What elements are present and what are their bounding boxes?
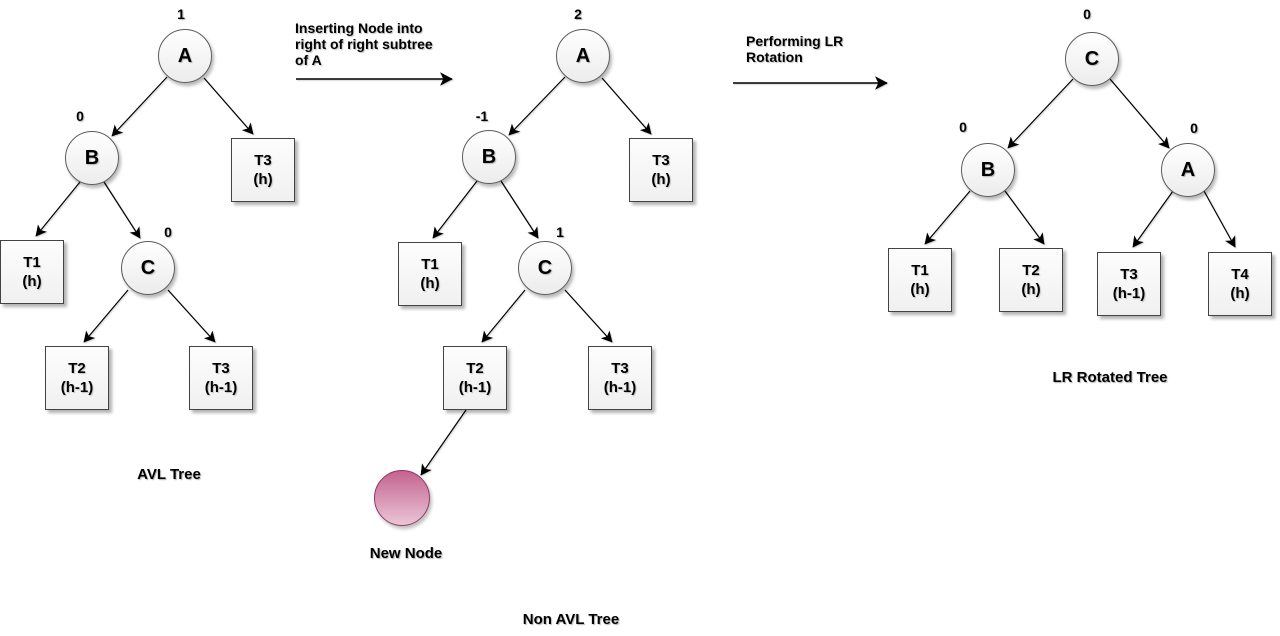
new-node-circle xyxy=(374,470,430,526)
rotated-leaf-t2: T2 (h) xyxy=(999,248,1063,312)
rotated-node-c: C xyxy=(1065,32,1119,86)
nonavl-leaf-t1: T1 (h) xyxy=(398,242,462,306)
nonavl-leaf-t1-height: (h) xyxy=(420,275,440,292)
avl-node-c-label: C xyxy=(140,256,156,279)
avl-leaf-t1-name: T1 xyxy=(23,254,41,271)
rotated-node-a-balance: 0 xyxy=(1190,120,1198,136)
nonavl-tree-caption: Non AVL Tree xyxy=(522,611,620,628)
nonavl-leaf-t3-inner: T3 (h-1) xyxy=(588,346,652,410)
rotated-node-b-label: B xyxy=(980,158,996,181)
nonavl-node-c: C xyxy=(518,241,572,295)
nonavl-leaf-t2: T2 (h-1) xyxy=(443,346,507,410)
nonavl-leaf-t2-height: (h-1) xyxy=(458,379,492,396)
nonavl-leaf-t3-inner-height: (h-1) xyxy=(603,379,637,396)
edge-rotated-b-t2 xyxy=(1004,190,1045,245)
nonavl-leaf-t3-right: T3 (h) xyxy=(629,138,693,202)
nonavl-leaf-t2-name: T2 xyxy=(466,360,484,377)
avl-leaf-t1-height: (h) xyxy=(22,273,42,290)
rotated-leaf-t3-name: T3 xyxy=(1120,266,1138,283)
rotated-leaf-t2-height: (h) xyxy=(1021,281,1041,298)
avl-leaf-t3-inner-height: (h-1) xyxy=(204,379,238,396)
edge-nonavl-a-t3 xyxy=(601,77,652,135)
edge-nonavl-b-t1 xyxy=(432,180,478,239)
edge-avl-c-t3 xyxy=(167,289,216,343)
edge-avl-c-t2 xyxy=(83,289,129,343)
avl-node-c: C xyxy=(121,241,175,295)
avl-node-b-balance: 0 xyxy=(76,108,84,124)
rotated-node-c-label: C xyxy=(1084,47,1100,70)
rotated-leaf-t1-height: (h) xyxy=(910,281,930,298)
avl-leaf-t3-inner-name: T3 xyxy=(212,360,230,377)
new-node-label: New Node xyxy=(369,545,443,562)
nonavl-node-c-balance: 1 xyxy=(556,224,564,240)
rotated-leaf-t4-height: (h) xyxy=(1230,285,1250,302)
edge-nonavl-t2-newnode xyxy=(420,409,467,476)
rotated-leaf-t1-name: T1 xyxy=(911,262,929,279)
nonavl-leaf-t3-right-name: T3 xyxy=(652,152,670,169)
edge-rotated-c-a xyxy=(1109,78,1170,149)
edge-avl-a-t3 xyxy=(203,77,254,135)
rotated-tree-caption: LR Rotated Tree xyxy=(1052,369,1168,386)
rotated-node-a: A xyxy=(1161,143,1215,197)
avl-leaf-t3-inner: T3 (h-1) xyxy=(189,346,253,410)
nonavl-node-c-label: C xyxy=(537,256,553,279)
avl-leaf-t1: T1 (h) xyxy=(0,240,64,304)
avl-leaf-t2: T2 (h-1) xyxy=(45,346,109,410)
edge-rotated-c-b xyxy=(1007,78,1074,149)
nonavl-node-a-label: A xyxy=(575,44,591,67)
avl-node-a-balance: 1 xyxy=(177,6,185,22)
edge-avl-a-b xyxy=(111,76,168,137)
nonavl-leaf-t3-inner-name: T3 xyxy=(611,360,629,377)
rotated-node-b-balance: 0 xyxy=(959,119,967,135)
edge-nonavl-c-t2 xyxy=(481,289,526,343)
avl-node-a: A xyxy=(158,29,212,83)
edge-avl-b-c xyxy=(103,181,141,239)
avl-leaf-t3-right: T3 (h) xyxy=(231,138,295,202)
rotated-leaf-t2-name: T2 xyxy=(1022,262,1040,279)
edge-avl-b-t1 xyxy=(35,181,81,237)
avl-leaf-t3-right-height: (h) xyxy=(253,171,273,188)
nonavl-node-b-balance: -1 xyxy=(475,108,489,124)
rotated-leaf-t3-height: (h-1) xyxy=(1112,285,1146,302)
rotated-node-a-label: A xyxy=(1180,158,1196,181)
rotated-leaf-t1: T1 (h) xyxy=(888,248,952,312)
avl-tree-caption: AVL Tree xyxy=(137,466,201,483)
edge-rotated-b-t1 xyxy=(924,190,971,245)
nonavl-node-b: B xyxy=(462,130,516,184)
avl-leaf-t2-name: T2 xyxy=(68,360,86,377)
edge-rotated-a-t3 xyxy=(1132,190,1174,248)
edge-nonavl-a-b xyxy=(508,76,566,136)
avl-node-b: B xyxy=(65,131,119,185)
edge-rotated-a-t4 xyxy=(1203,190,1236,248)
insert-transition-label: Inserting Node into right of right subtr… xyxy=(295,20,433,68)
rotated-leaf-t4: T4 (h) xyxy=(1208,252,1272,316)
edge-nonavl-b-c xyxy=(500,180,539,239)
avl-node-a-label: A xyxy=(177,44,193,67)
nonavl-node-a-balance: 2 xyxy=(574,6,582,22)
avl-leaf-t2-height: (h-1) xyxy=(60,379,94,396)
nonavl-node-a: A xyxy=(556,29,610,83)
nonavl-leaf-t1-name: T1 xyxy=(421,256,439,273)
rotated-leaf-t3: T3 (h-1) xyxy=(1097,252,1161,316)
rotated-node-b: B xyxy=(961,143,1015,197)
avl-leaf-t3-right-name: T3 xyxy=(254,152,272,169)
nonavl-leaf-t3-right-height: (h) xyxy=(651,171,671,188)
edge-nonavl-c-t3 xyxy=(564,289,613,343)
rotate-transition-label: Performing LR Rotation xyxy=(746,33,844,65)
avl-node-c-balance: 0 xyxy=(164,224,172,240)
avl-node-b-label: B xyxy=(84,146,100,169)
nonavl-node-b-label: B xyxy=(481,145,497,168)
rotated-node-c-balance: 0 xyxy=(1083,6,1091,22)
rotated-leaf-t4-name: T4 xyxy=(1231,266,1249,283)
